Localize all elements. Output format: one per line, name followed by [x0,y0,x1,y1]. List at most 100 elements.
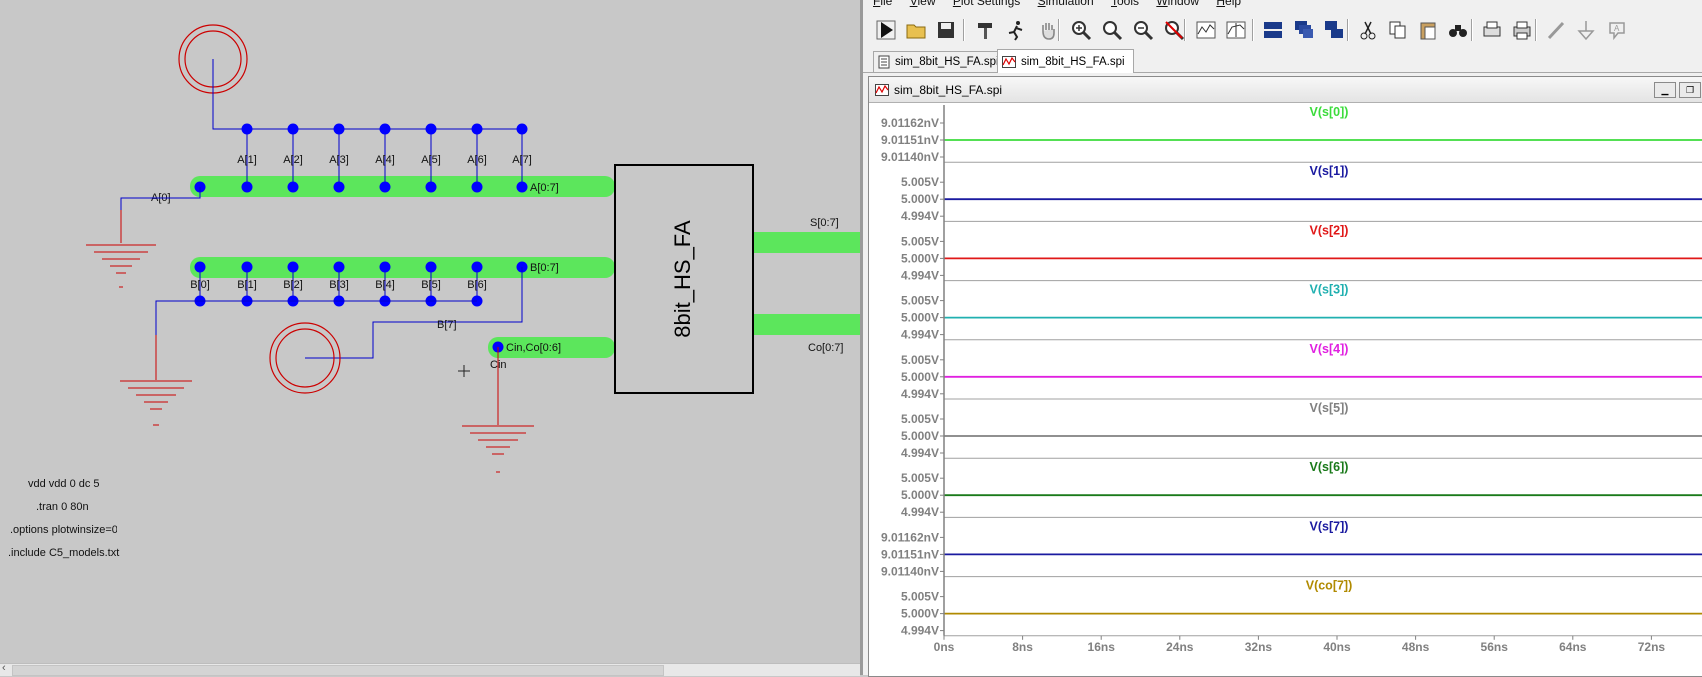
bus-s-highlight[interactable] [752,232,860,253]
menu-help[interactable]: Help [1216,0,1242,8]
net-label-b: B[4] [375,279,395,291]
net-label-b: B[1] [237,279,257,291]
toolbar-separator [963,19,965,41]
trace-title[interactable]: V(co[7]) [1306,579,1353,593]
open-button[interactable] [903,17,929,43]
cascade-button[interactable] [1291,17,1317,43]
print-preview-button[interactable] [1479,17,1505,43]
menu-simulation[interactable]: Simulation [1037,0,1094,8]
menu-view[interactable]: View [909,0,936,8]
bus-co-highlight[interactable] [752,314,860,335]
voltage-source-b[interactable] [269,322,341,394]
tab-waveform[interactable]: sim_8bit_HS_FA.spi [997,49,1134,73]
trace-title[interactable]: V(s[6]) [1310,460,1349,474]
menu-window[interactable]: Window [1156,0,1200,8]
save-button[interactable] [933,17,959,43]
paste-button[interactable] [1415,17,1441,43]
node-dot [425,181,437,193]
print-button[interactable] [1509,17,1535,43]
x-tick-label: 72ns [1638,640,1666,654]
trace-title[interactable]: V(s[7]) [1310,519,1349,533]
net-label-a-bus: A[0:7] [530,182,559,194]
node-dot [471,261,483,273]
y-tick-label: 4.994V [901,268,939,282]
y-tick-label: 9.01140nV [881,150,939,164]
waveform-viewer: File View Plot Settings Simulation Tools… [860,0,1702,677]
net-label-b7: B[7] [437,319,457,331]
restore-button[interactable]: ❐ [1679,82,1701,98]
y-tick-label: 5.000V [901,488,939,502]
menu-plot-settings[interactable]: Plot Settings [952,0,1021,8]
wire-b7[interactable] [305,267,523,359]
menu-file[interactable]: File [873,0,893,8]
cut-button[interactable] [1355,17,1381,43]
bus-b-highlight[interactable] [190,257,615,278]
run-icon [876,20,896,40]
zoom-cancel-button[interactable] [1161,17,1187,43]
run-button[interactable] [873,17,899,43]
label-button[interactable]: A [1605,17,1631,43]
hammer-button[interactable] [973,17,999,43]
spice-directive[interactable]: vdd vdd 0 dc 5 [28,478,100,490]
trace-title[interactable]: V(s[1]) [1310,164,1349,178]
plot-window-titlebar[interactable]: sim_8bit_HS_FA.spi ▁ ❐ [869,77,1702,103]
node-dot [425,123,437,135]
hand-button[interactable] [1035,17,1061,43]
find-button[interactable] [1445,17,1471,43]
wire-a-top[interactable] [212,59,523,186]
copy-button[interactable] [1385,17,1411,43]
spice-directive[interactable]: .options plotwinsize=0 [10,524,117,536]
horizontal-scrollbar[interactable]: ‹ [0,662,860,676]
scrollbar-thumb[interactable] [12,665,664,676]
spice-directive[interactable]: .include C5_models.txt [8,547,120,559]
minimize-button[interactable]: ▁ [1654,82,1676,98]
waveform-plot[interactable]: V(s[0])9.01162nV9.01151nV9.01140nVV(s[1]… [869,103,1702,676]
zoom-cancel-icon [1165,21,1185,41]
zoom-out-button[interactable] [1130,17,1156,43]
net-label-b-bus: B[0:7] [530,262,559,274]
trace-title[interactable]: V(s[4]) [1310,342,1349,356]
trace-title[interactable]: V(s[2]) [1310,223,1349,237]
running-man-button[interactable] [1003,17,1029,43]
tile-horizontal-button[interactable] [1260,17,1286,43]
bus-cin-highlight[interactable] [488,337,615,358]
schematic-drawing[interactable]: 8bit_HS_FAA[1]A[2]A[3]A[4]A[5]A[6]A[7]A[… [0,0,860,675]
scroll-left-icon[interactable]: ‹ [2,662,6,674]
zoom-area-button[interactable] [1099,17,1125,43]
menu-bar: File View Plot Settings Simulation Tools… [863,0,1702,10]
zoom-in-icon [1072,21,1092,41]
autorange-y-button[interactable] [1223,17,1249,43]
bus-a-highlight[interactable] [190,176,615,197]
cascade-icon [1295,21,1313,38]
autorange-button[interactable] [1193,17,1219,43]
trace-title[interactable]: V(s[5]) [1310,401,1349,415]
net-label-co-bus: Co[0:7] [808,342,843,354]
pencil-button[interactable] [1543,17,1569,43]
y-tick-label: 5.000V [901,251,939,265]
node-dot [241,261,253,273]
node-dot [379,181,391,193]
ground-button[interactable] [1573,17,1599,43]
trace-title[interactable]: V(s[0]) [1310,105,1349,119]
block-8bit-hs-fa[interactable] [614,164,754,394]
menu-tools[interactable]: Tools [1110,0,1139,8]
zoom-in-button[interactable] [1068,17,1094,43]
wire-b-bottom[interactable] [155,300,477,380]
tile-vertical-button[interactable] [1321,17,1347,43]
tab-netlist[interactable]: sim_8bit_HS_FA.spi [873,51,1008,72]
trace-title[interactable]: V(s[3]) [1310,283,1349,297]
y-tick-label: 4.994V [901,446,939,460]
spice-directive[interactable]: .tran 0 80n [36,501,89,513]
